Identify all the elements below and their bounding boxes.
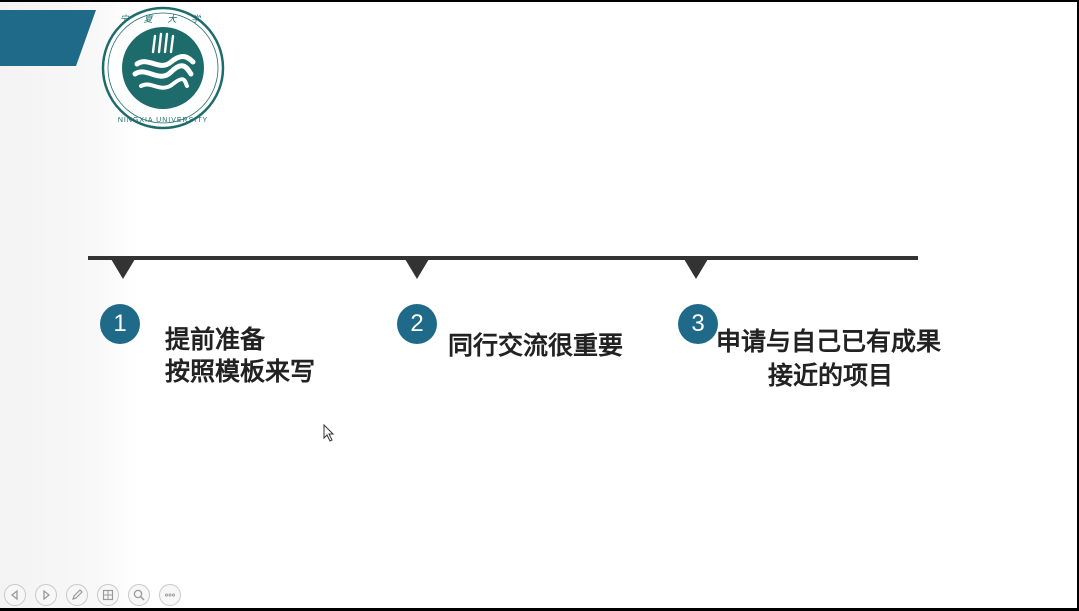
timeline-line xyxy=(88,256,918,260)
step-3-number: 3 xyxy=(678,304,718,344)
slides-grid-button[interactable] xyxy=(97,584,119,606)
timeline-marker-3 xyxy=(684,259,708,279)
university-logo: 宁 夏 大 学 NINGXIA UNIVERSITY xyxy=(101,6,225,130)
slideshow-toolbar xyxy=(4,584,181,606)
timeline-marker-1 xyxy=(111,259,135,279)
svg-text:NINGXIA UNIVERSITY: NINGXIA UNIVERSITY xyxy=(118,117,208,124)
pen-icon xyxy=(72,589,83,600)
more-options-icon xyxy=(164,593,176,597)
zoom-icon xyxy=(133,589,145,601)
step-1-title: 提前准备 xyxy=(165,325,266,354)
step-3-subtitle: 接近的项目 xyxy=(768,361,894,390)
mouse-cursor-icon xyxy=(323,424,335,442)
svg-text:宁 夏 大 学: 宁 夏 大 学 xyxy=(120,14,207,25)
more-options-button[interactable] xyxy=(159,584,181,606)
step-1-subtitle: 按照模板来写 xyxy=(165,357,316,386)
step-1-number: 1 xyxy=(100,304,140,344)
zoom-button[interactable] xyxy=(128,584,150,606)
step-2-title: 同行交流很重要 xyxy=(448,331,624,360)
next-slide-button[interactable] xyxy=(35,584,57,606)
next-icon xyxy=(43,589,51,601)
pen-tool-button[interactable] xyxy=(66,584,88,606)
step-3-title: 申请与自己已有成果 xyxy=(716,327,942,356)
previous-slide-button[interactable] xyxy=(4,584,26,606)
header-banner xyxy=(0,10,96,66)
previous-icon xyxy=(10,589,18,601)
step-2-number: 2 xyxy=(397,304,437,344)
slides-grid-icon xyxy=(102,589,114,601)
timeline-marker-2 xyxy=(405,259,429,279)
